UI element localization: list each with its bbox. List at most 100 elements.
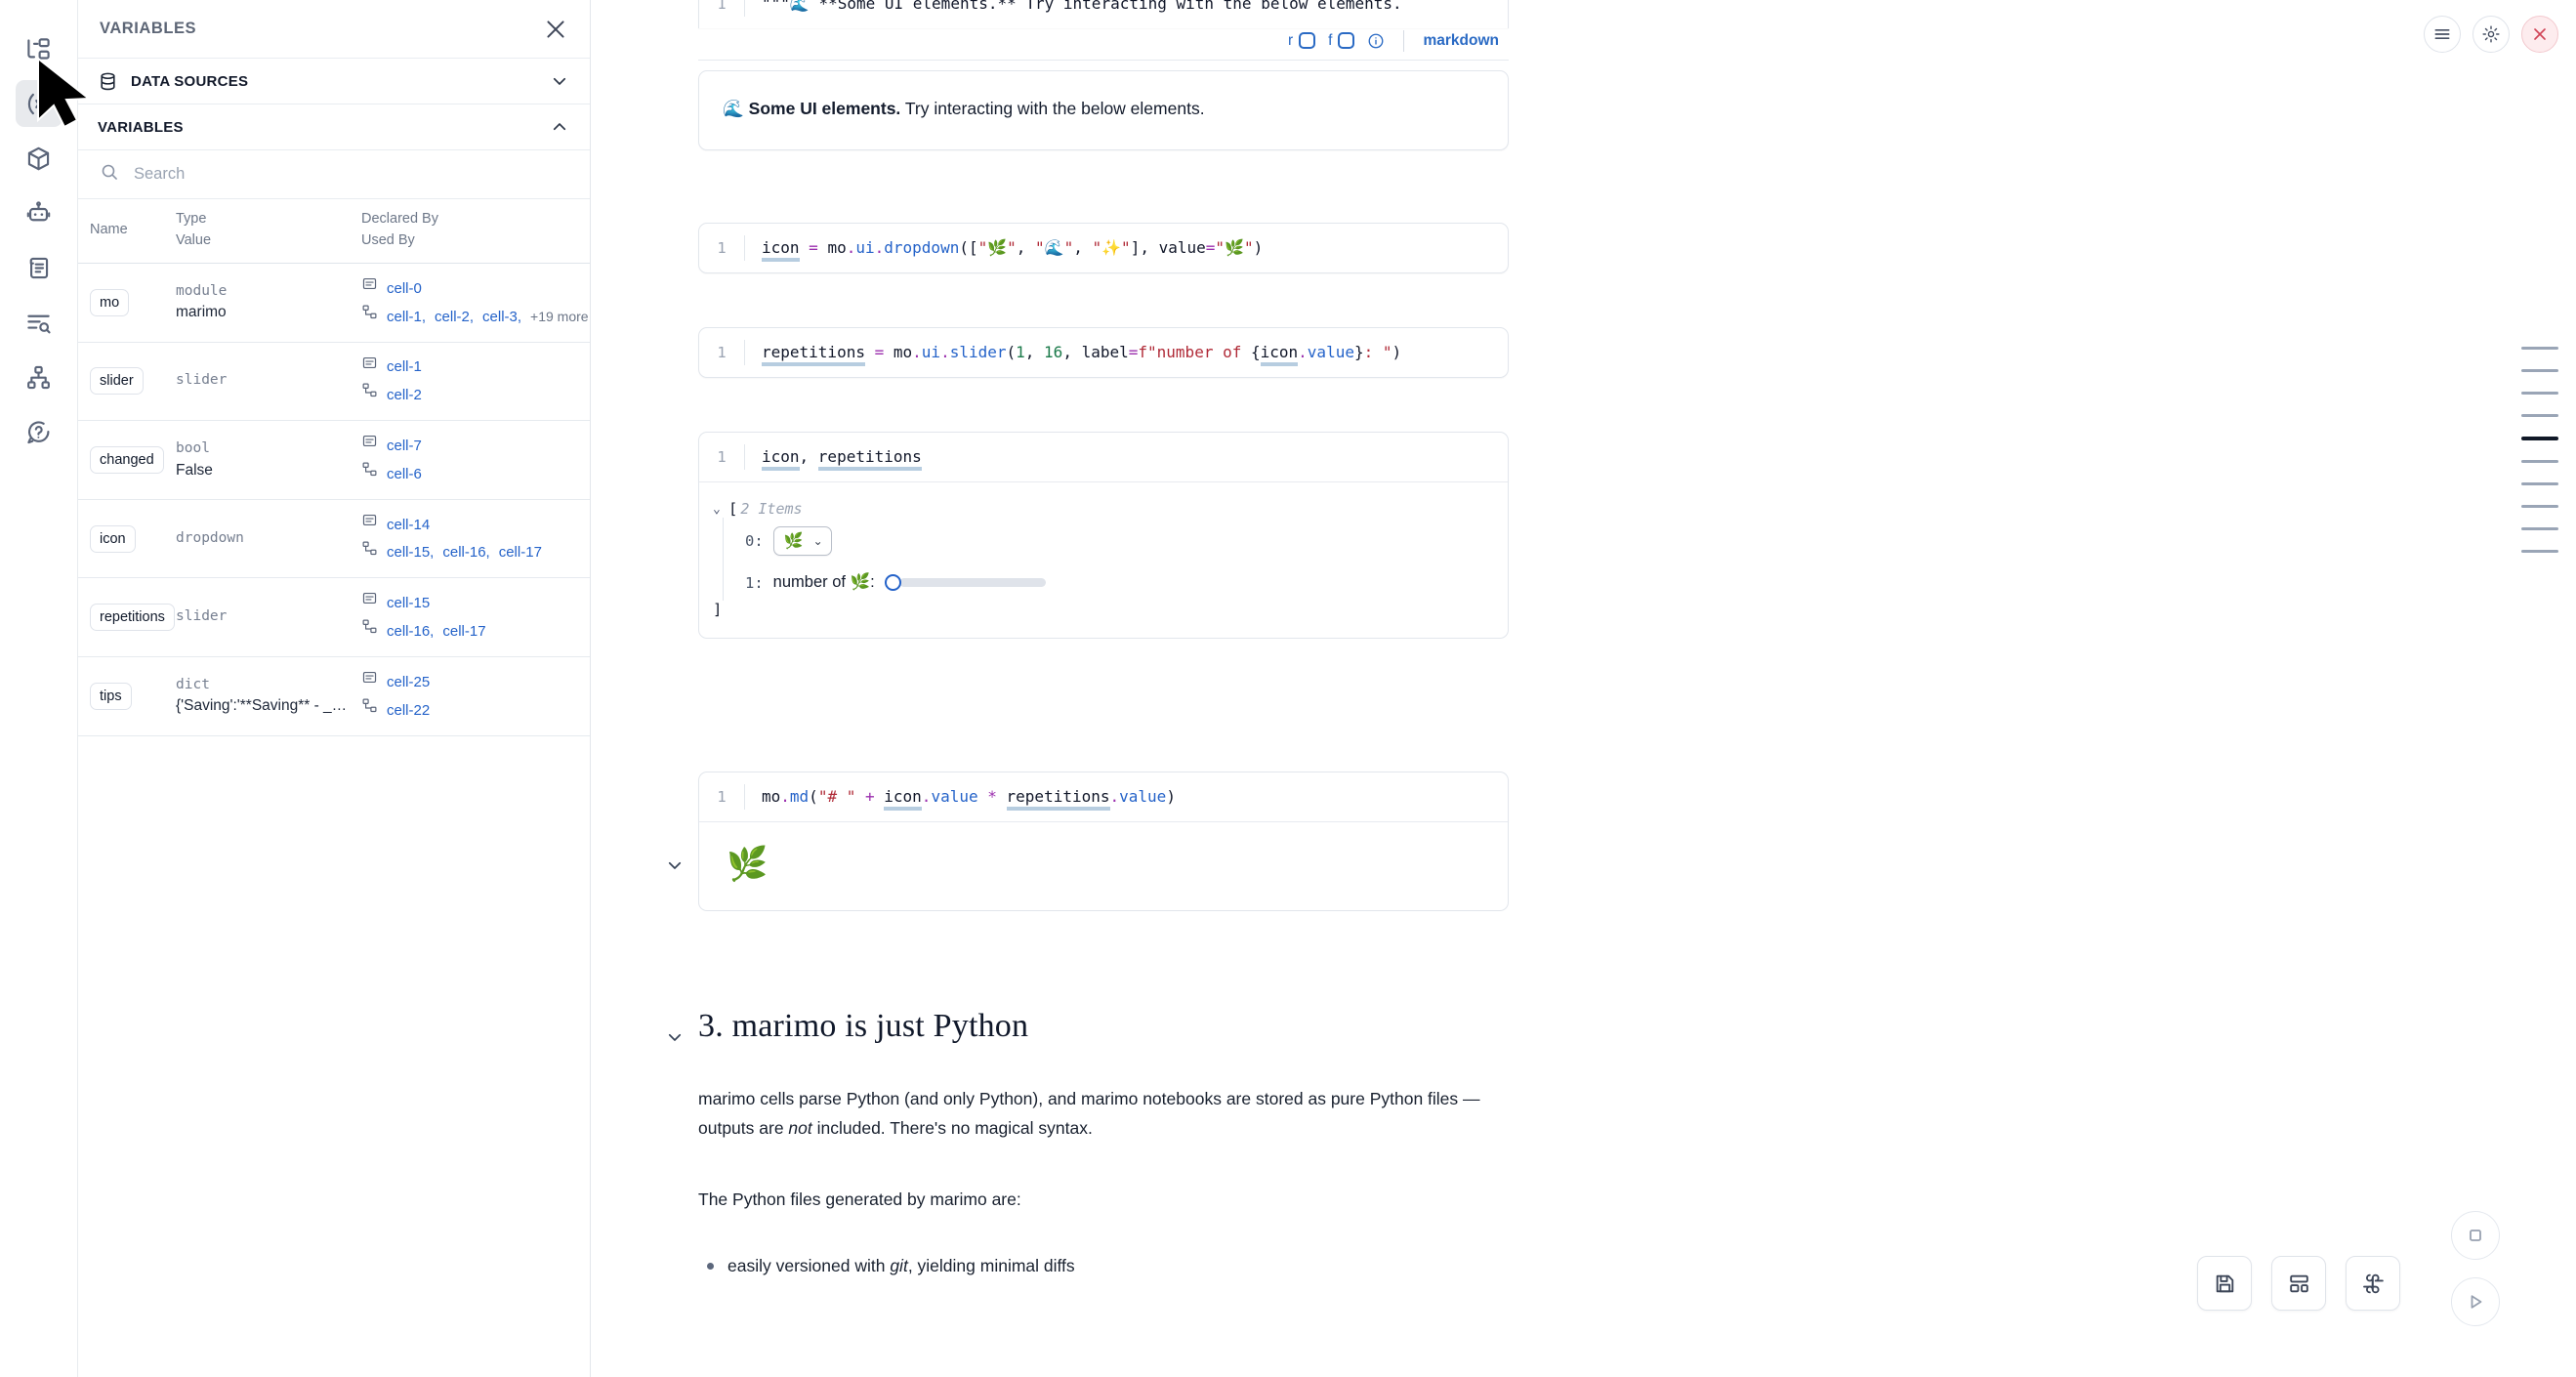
variable-name-chip[interactable]: changed xyxy=(90,445,164,474)
item-index: 1: xyxy=(745,573,764,592)
cell-link[interactable]: cell-2, xyxy=(435,308,475,325)
minimap-line[interactable] xyxy=(2521,482,2558,485)
section-paragraph-2: The Python files generated by marimo are… xyxy=(698,1189,1021,1209)
close-icon xyxy=(543,17,568,42)
cell-link[interactable]: cell-22 xyxy=(387,701,431,719)
sidebar-item-help[interactable] xyxy=(16,408,62,455)
bullet-part-a: easily versioned with xyxy=(727,1255,891,1275)
minimap-line[interactable] xyxy=(2521,369,2558,372)
slider-label: number of 🌿: xyxy=(772,573,875,591)
cell-markdown-source-truncated[interactable]: 1 """🌊 **Some UI elements.** Try interac… xyxy=(698,0,1509,28)
cell-md-render[interactable]: 1 mo.md("# " + icon.value * repetitions.… xyxy=(668,772,1509,911)
minimap-line[interactable] xyxy=(2521,437,2558,440)
section-paragraph-1: marimo cells parse Python (and only Pyth… xyxy=(698,1084,1509,1144)
line-number: 1 xyxy=(717,788,727,806)
shortcut-hint-r[interactable]: r xyxy=(1288,31,1316,50)
minimap-line[interactable] xyxy=(2521,505,2558,508)
cell-link[interactable]: cell-15, xyxy=(387,544,435,562)
collapse-section-button[interactable] xyxy=(666,1028,684,1046)
checkbox-f-icon[interactable] xyxy=(1338,32,1355,49)
variable-name-chip[interactable]: repetitions xyxy=(90,604,175,632)
shortcut-hint-f[interactable]: f xyxy=(1328,31,1355,50)
command-palette-button[interactable] xyxy=(2346,1256,2400,1311)
close-panel-button[interactable] xyxy=(543,17,568,42)
sidebar-item-variables[interactable] xyxy=(15,80,62,127)
sidebar-item-file-explorer[interactable] xyxy=(16,25,62,72)
cell-link[interactable]: cell-3, xyxy=(482,308,522,325)
search-input[interactable] xyxy=(134,165,568,184)
stop-button[interactable] xyxy=(2451,1211,2500,1260)
section-data-sources[interactable]: DATA SOURCES xyxy=(78,59,590,104)
sidebar-item-documentation[interactable] xyxy=(16,244,62,291)
minimap-line[interactable] xyxy=(2521,550,2558,553)
cell-markdown-output: 🌊 Some UI elements. Try interacting with… xyxy=(698,70,1509,151)
sidebar-item-outline[interactable] xyxy=(16,299,62,346)
tuple-header[interactable]: ⌄ [ 2 Items xyxy=(699,500,1508,518)
sidebar-item-dependency-graph[interactable] xyxy=(16,354,62,400)
minimap-line[interactable] xyxy=(2521,347,2558,350)
layout-grid-icon xyxy=(2287,1272,2311,1296)
declared-by-line: cell-15 xyxy=(361,589,590,617)
command-palette-icon xyxy=(2361,1272,2386,1296)
variable-name-chip[interactable]: slider xyxy=(90,367,144,396)
cell-settings-button[interactable] xyxy=(2472,16,2510,53)
cell-link[interactable]: cell-14 xyxy=(387,516,431,533)
cell-dropdown-definition[interactable]: 1 icon = mo.ui.dropdown(["🌿", "🌊", "✨"],… xyxy=(698,223,1509,273)
collapse-cell-button[interactable] xyxy=(666,856,684,874)
cell-link[interactable]: cell-16, xyxy=(442,544,490,562)
declared-by-line: cell-25 xyxy=(361,668,590,696)
notebook-minimap[interactable] xyxy=(2521,347,2558,553)
shortcut-hint-r-label: r xyxy=(1288,31,1294,49)
minimap-line[interactable] xyxy=(2521,460,2558,463)
used-by-more[interactable]: +19 more xyxy=(530,308,589,324)
run-button[interactable] xyxy=(2451,1277,2500,1326)
cell-link[interactable]: cell-17 xyxy=(498,544,542,562)
minimap-line[interactable] xyxy=(2521,392,2558,395)
slider-track[interactable] xyxy=(898,578,1046,587)
variable-type: module xyxy=(176,282,228,299)
panel-title: VARIABLES xyxy=(100,20,197,37)
tuple-item-1: 1: number of 🌿: xyxy=(745,564,1508,601)
cell-delete-button[interactable] xyxy=(2521,16,2558,53)
cell-link[interactable]: cell-15 xyxy=(387,595,431,612)
usage-icon xyxy=(361,539,378,567)
cell-link[interactable]: cell-6 xyxy=(387,465,422,482)
variable-name-chip[interactable]: mo xyxy=(90,288,130,316)
cell-language-tag[interactable]: markdown xyxy=(1423,31,1499,49)
cell-tuple-display[interactable]: 1 icon, repetitions ⌄ [ 2 Items 0: 🌿 ⌄ 1… xyxy=(698,432,1509,639)
minimap-line[interactable] xyxy=(2521,527,2558,530)
items-count-label: 2 Items xyxy=(740,500,803,518)
cell-menu-button[interactable] xyxy=(2424,16,2461,53)
save-button[interactable] xyxy=(2197,1256,2252,1311)
cell-link[interactable]: cell-0 xyxy=(387,279,422,297)
sidebar-item-packages[interactable] xyxy=(16,135,62,182)
cell-link[interactable]: cell-1 xyxy=(387,358,422,376)
dropdown-input[interactable]: 🌿 ⌄ xyxy=(772,526,832,556)
sidebar-item-chat-bot[interactable] xyxy=(16,189,62,236)
cell-link[interactable]: cell-17 xyxy=(442,623,486,640)
variable-name-chip[interactable]: icon xyxy=(90,524,136,553)
info-icon[interactable] xyxy=(1367,32,1385,50)
cell-link[interactable]: cell-7 xyxy=(387,438,422,455)
minimap-line[interactable] xyxy=(2521,414,2558,417)
shortcut-hint-f-label: f xyxy=(1328,31,1333,49)
used-by-line: cell-16, cell-17 xyxy=(361,617,590,646)
slider-input[interactable] xyxy=(884,574,1046,591)
cell-link[interactable]: cell-16, xyxy=(387,623,435,640)
section-variables[interactable]: VARIABLES xyxy=(78,104,590,150)
chevron-down-icon[interactable]: ⌄ xyxy=(713,501,721,517)
slider-handle[interactable] xyxy=(884,574,901,591)
checkbox-r-icon[interactable] xyxy=(1299,32,1316,49)
cell-link[interactable]: cell-2 xyxy=(387,387,422,404)
paragraph-1-part-a: marimo cells parse Python (and only Pyth… xyxy=(698,1089,1480,1139)
line-number: 1 xyxy=(717,239,727,257)
cell-link[interactable]: cell-1, xyxy=(387,308,427,325)
used-by-line: cell-1, cell-2, cell-3, +19 more xyxy=(361,303,590,331)
cell-link[interactable]: cell-25 xyxy=(387,673,431,690)
markdown-line: 🌊 Some UI elements. Try interacting with… xyxy=(723,96,1484,122)
variable-name-chip[interactable]: tips xyxy=(90,682,132,710)
layout-button[interactable] xyxy=(2271,1256,2326,1311)
usage-icon xyxy=(361,303,378,331)
cell-slider-definition[interactable]: 1 repetitions = mo.ui.slider(1, 16, labe… xyxy=(698,327,1509,378)
